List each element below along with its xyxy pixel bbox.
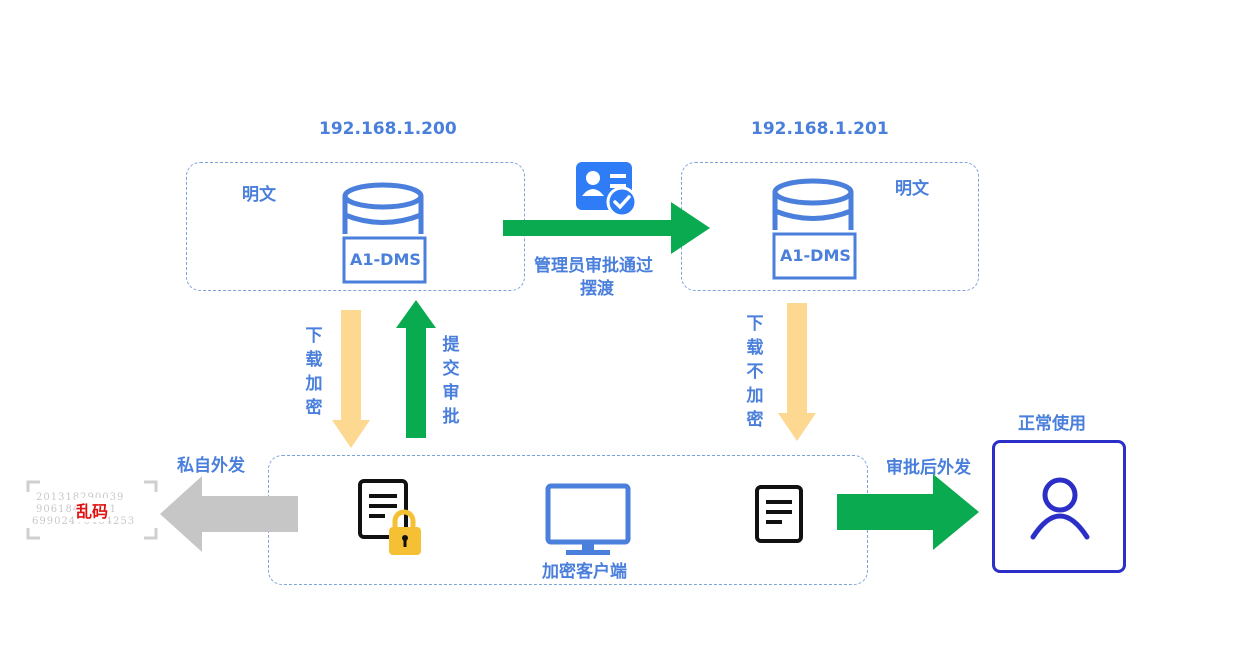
right-db-label: A1-DMS — [780, 246, 851, 265]
left-database-icon: A1-DMS — [340, 182, 430, 286]
garbled-label: 乱码 — [76, 498, 109, 522]
right-database-icon: A1-DMS — [770, 178, 860, 282]
garbled-text-line-1: 201318290039 — [36, 492, 124, 504]
submit-approval-arrow — [396, 300, 436, 438]
approved-send-arrow — [837, 474, 979, 550]
document-icon — [754, 484, 806, 544]
locked-document-icon — [357, 478, 425, 558]
transfer-label-line1: 管理员审批通过 — [534, 256, 653, 276]
left-db-label: A1-DMS — [350, 250, 421, 269]
download-no-encrypt-label: 下载不加密 — [746, 314, 764, 430]
left-server-mode: 明文 — [242, 185, 276, 205]
approved-send-label: 审批后外发 — [886, 458, 971, 478]
left-server-ip: 192.168.1.200 — [319, 119, 457, 139]
right-server-mode: 明文 — [895, 179, 929, 199]
submit-approval-label: 提交审批 — [442, 335, 460, 427]
normal-use-label: 正常使用 — [1018, 414, 1086, 434]
private-send-label: 私自外发 — [177, 456, 245, 476]
transfer-label-line2: 摆渡 — [580, 279, 614, 299]
download-encrypt-label: 下载加密 — [305, 326, 323, 418]
user-icon — [1030, 477, 1090, 540]
download-no-encrypt-arrow — [778, 303, 816, 441]
user-box — [992, 440, 1126, 573]
garbled-document: 201318290039 90618457411 69902470484253 … — [26, 480, 158, 540]
client-label: 加密客户端 — [542, 562, 627, 582]
private-send-arrow — [160, 476, 298, 552]
admin-approval-icon — [576, 160, 640, 218]
monitor-icon — [544, 482, 632, 560]
download-encrypt-arrow — [332, 310, 370, 448]
transfer-arrow — [503, 202, 710, 254]
right-server-ip: 192.168.1.201 — [751, 119, 889, 139]
